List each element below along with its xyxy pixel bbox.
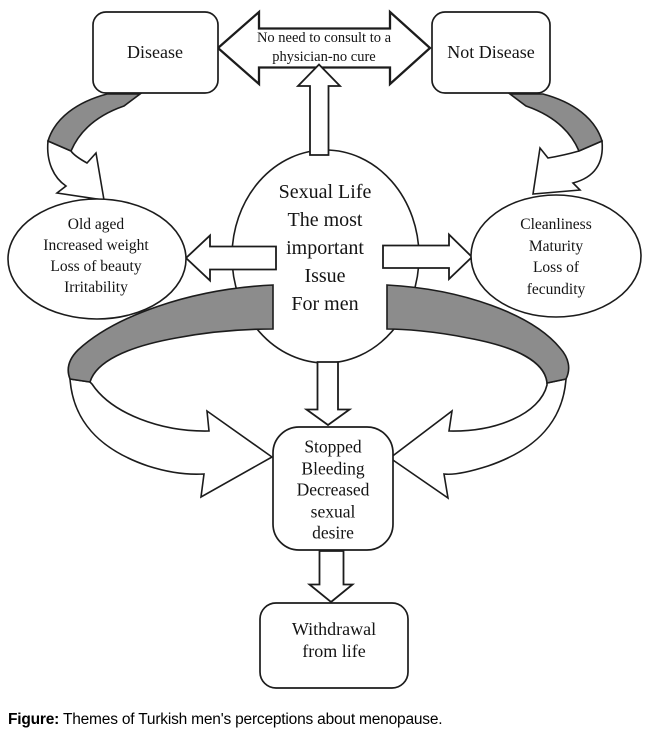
big-curved-arrow-underside xyxy=(388,377,567,500)
big-curved-arrow-right xyxy=(386,284,570,500)
down-arrow-stopped-to-withdrawal xyxy=(306,550,356,604)
right-arrow-center-to-right-ellipse xyxy=(382,232,474,282)
curved-arrow-underside xyxy=(532,139,604,195)
curved-arrow-top-band xyxy=(47,93,143,153)
consult-arrow-label: No need to consult to a physician-no cur… xyxy=(256,30,392,65)
center-ellipse-label: Sexual Life The most important Issue For… xyxy=(278,181,372,315)
curved-arrow-top-band xyxy=(507,93,603,153)
down-arrow-center-to-stopped xyxy=(303,361,353,427)
big-curved-arrow-top-band xyxy=(386,284,570,384)
curved-arrow-disease-to-left-ellipse xyxy=(46,93,143,201)
not-disease-label: Not Disease xyxy=(447,42,535,63)
figure-caption-label: Figure: xyxy=(8,711,60,728)
up-arrow-center-to-consult xyxy=(295,63,343,156)
curved-arrow-notdisease-to-right-ellipse xyxy=(507,93,604,195)
withdrawal-box-shape xyxy=(259,602,409,689)
stopped-bleeding-box-shape xyxy=(272,426,394,551)
figure-caption: Figure: Themes of Turkish men's percepti… xyxy=(8,711,628,729)
not-disease-box-shape xyxy=(431,11,551,94)
big-curved-arrow-left xyxy=(67,284,274,499)
big-curved-arrow-top-band xyxy=(67,284,274,383)
right-ellipse-label: Cleanliness Maturity Loss of fecundity xyxy=(520,216,592,298)
left-ellipse-shape xyxy=(7,198,187,320)
left-ellipse-label: Old aged Increased weight Loss of beauty… xyxy=(43,216,149,296)
disease-box-shape xyxy=(92,11,219,94)
big-curved-arrow-underside xyxy=(69,378,274,499)
figure-caption-text: Themes of Turkish men's perceptions abou… xyxy=(59,711,443,728)
stopped-bleeding-label: Stopped Bleeding Decreased sexual desire xyxy=(296,436,370,543)
disease-label: Disease xyxy=(127,42,183,63)
withdrawal-label: Withdrawal from life xyxy=(291,619,377,661)
curved-arrow-underside xyxy=(46,139,105,201)
left-arrow-center-to-left-ellipse xyxy=(184,233,277,283)
double-arrow-disease-notdisease xyxy=(216,9,432,87)
right-ellipse-shape xyxy=(470,194,642,318)
